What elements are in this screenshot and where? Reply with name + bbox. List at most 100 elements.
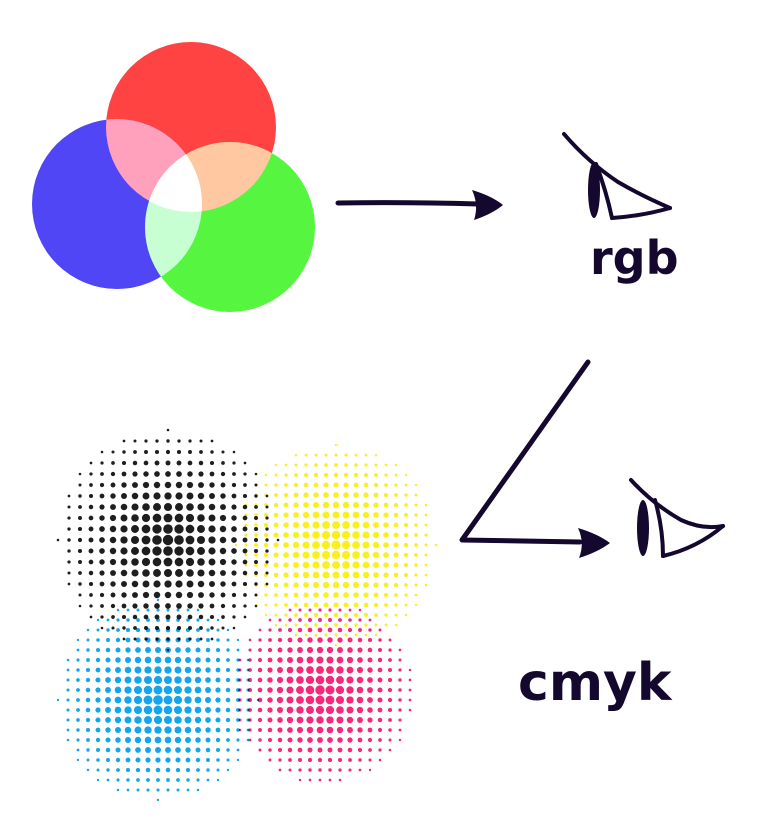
cyan-dot [225, 677, 231, 683]
cyan-dot [165, 767, 171, 773]
magenta-dot [326, 716, 334, 724]
yellow-dot [383, 582, 389, 588]
yellow-dot [424, 573, 428, 577]
black-dot [78, 494, 82, 498]
magenta-dot [286, 686, 294, 694]
black-dot [99, 515, 105, 521]
magenta-dot [387, 707, 393, 713]
cyan-dot [145, 757, 151, 763]
cyan-dot [154, 736, 162, 744]
cyan-dot [205, 687, 211, 693]
cyan-dot [133, 695, 143, 705]
black-dot [110, 592, 116, 598]
black-dot [197, 547, 205, 555]
cyan-dot [176, 788, 180, 792]
cyan-dot [185, 767, 191, 773]
magenta-dot [327, 747, 333, 753]
black-dot [265, 516, 269, 520]
cyan-dot [225, 687, 231, 693]
black-dot [120, 525, 128, 533]
magenta-dot [358, 758, 362, 762]
yellow-dot [354, 623, 358, 627]
cyan-dot [206, 758, 210, 762]
yellow-dot [372, 531, 380, 539]
yellow-dot [404, 483, 408, 487]
black-dot [131, 503, 139, 511]
yellow-dot [352, 581, 360, 589]
cyan-dot [246, 738, 250, 742]
yellow-dot [374, 473, 378, 477]
cyan-dot [216, 768, 220, 772]
cyan-dot [85, 697, 91, 703]
magenta-dot [296, 696, 304, 704]
black-dot [165, 460, 171, 466]
magenta-dot [388, 638, 392, 642]
magenta-dot [357, 747, 363, 753]
black-dot [142, 580, 150, 588]
cyan-dot [195, 727, 201, 733]
cyan-dot [144, 726, 152, 734]
cyan-dot [76, 708, 80, 712]
yellow-dot [273, 502, 279, 508]
cyan-dot [215, 737, 221, 743]
yellow-dot [343, 592, 349, 598]
cyan-dot [196, 628, 200, 632]
cyan-dot [164, 726, 172, 734]
cyan-dot [125, 627, 131, 633]
cyan-dot [125, 757, 131, 763]
cyan-dot [125, 637, 131, 643]
black-dot [131, 547, 139, 555]
magenta-dot [378, 748, 382, 752]
cyan-dot [175, 647, 181, 653]
cyan-dot [236, 758, 240, 762]
black-dot [78, 505, 82, 509]
cyan-dot [95, 677, 101, 683]
yellow-dot [364, 623, 368, 627]
black-dot [89, 615, 93, 619]
yellow-dot [424, 543, 428, 547]
cyan-dot [185, 657, 191, 663]
yellow-dot [284, 603, 288, 607]
cyan-dot [86, 738, 90, 742]
magenta-dot [308, 778, 312, 782]
magenta-dot [347, 727, 353, 733]
yellow-dot [374, 453, 378, 457]
black-dot [143, 460, 149, 466]
cyan-dot [124, 676, 132, 684]
magenta-dot [305, 695, 315, 705]
cyan-dot [205, 647, 211, 653]
yellow-dot [404, 503, 408, 507]
cyan-dot [226, 658, 230, 662]
black-dot [174, 535, 184, 545]
black-dot [99, 537, 105, 543]
black-dot [243, 593, 247, 597]
magenta-dot [356, 666, 364, 674]
cyan-dot [86, 748, 90, 752]
magenta-dot [238, 678, 242, 682]
yellow-dot [341, 550, 351, 560]
black-dot [254, 560, 258, 564]
black-dot [209, 592, 215, 598]
cyan-dot [76, 748, 80, 752]
cyan-dot [156, 598, 160, 602]
black-dot [121, 581, 127, 587]
magenta-dot [305, 685, 315, 695]
black-dot [154, 471, 160, 477]
magenta-dot [318, 768, 322, 772]
yellow-dot [303, 592, 309, 598]
magenta-dot [298, 608, 302, 612]
yellow-dot [424, 583, 428, 587]
black-dot [78, 472, 82, 476]
cyan-dot [115, 647, 121, 653]
cyan-dot [116, 778, 120, 782]
cyan-dot [215, 667, 221, 673]
yellow-dot [394, 613, 398, 617]
cyan-dot [156, 778, 160, 782]
cyan-dot [194, 706, 202, 714]
yellow-dot [393, 572, 399, 578]
black-dot [231, 548, 237, 554]
yellow-dot [323, 472, 329, 478]
yellow-dot [414, 523, 418, 527]
black-dot [132, 603, 138, 609]
magenta-dot [318, 778, 322, 782]
